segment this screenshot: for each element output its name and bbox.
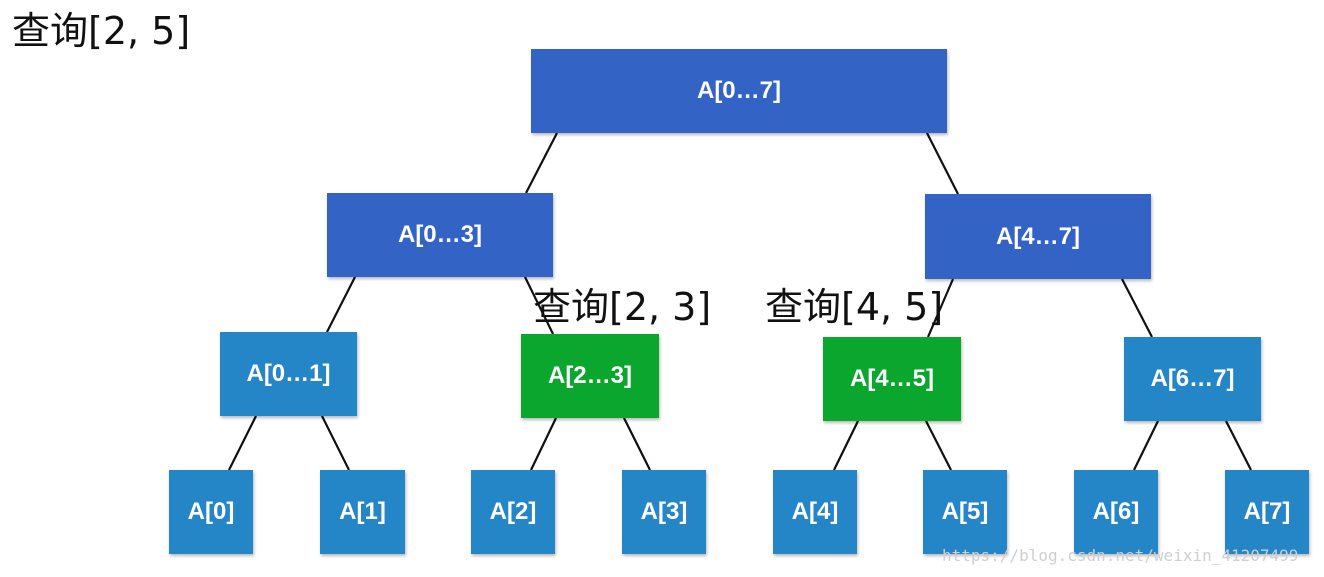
edge-n23-a3 (623, 417, 651, 471)
edge-n47-n67 (1121, 278, 1153, 338)
leaf-a0: A[0] (169, 470, 253, 554)
leaf-a7: A[7] (1225, 470, 1309, 554)
edge-root-n47 (926, 132, 959, 195)
edge-n23-a2 (530, 417, 557, 471)
edge-n03-n23 (524, 276, 554, 335)
node-a4-5-highlighted: A[4…5] (823, 337, 961, 421)
node-a0-1: A[0…1] (220, 332, 357, 416)
leaf-a2: A[2] (471, 470, 555, 554)
edge-n01-a1 (321, 415, 350, 471)
edge-n45-a4 (833, 420, 859, 471)
edge-root-n03 (525, 132, 558, 194)
edge-n03-n01 (326, 276, 356, 333)
sub-query-left: 查询[2, 3] (533, 285, 712, 329)
edge-n47-n45 (926, 278, 955, 338)
leaf-a1: A[1] (320, 470, 405, 554)
edge-n67-a7 (1225, 420, 1252, 471)
edge-n01-a0 (228, 415, 257, 471)
edge-n67-a6 (1133, 420, 1159, 471)
watermark: https://blog.csdn.net/weixin_41207499 (942, 546, 1299, 565)
node-a0-3: A[0…3] (327, 193, 553, 277)
node-root: A[0…7] (531, 49, 947, 133)
node-a4-7: A[4…7] (925, 194, 1151, 279)
query-title: 查询[2, 5] (12, 9, 191, 53)
node-a2-3-highlighted: A[2…3] (521, 334, 659, 418)
leaf-a3: A[3] (622, 470, 706, 554)
leaf-a5: A[5] (923, 470, 1007, 554)
edge-n45-a5 (925, 420, 952, 471)
sub-query-right: 查询[4, 5] (765, 285, 944, 329)
leaf-a6: A[6] (1074, 470, 1158, 554)
leaf-a4: A[4] (773, 470, 857, 554)
node-a6-7: A[6…7] (1124, 337, 1261, 421)
